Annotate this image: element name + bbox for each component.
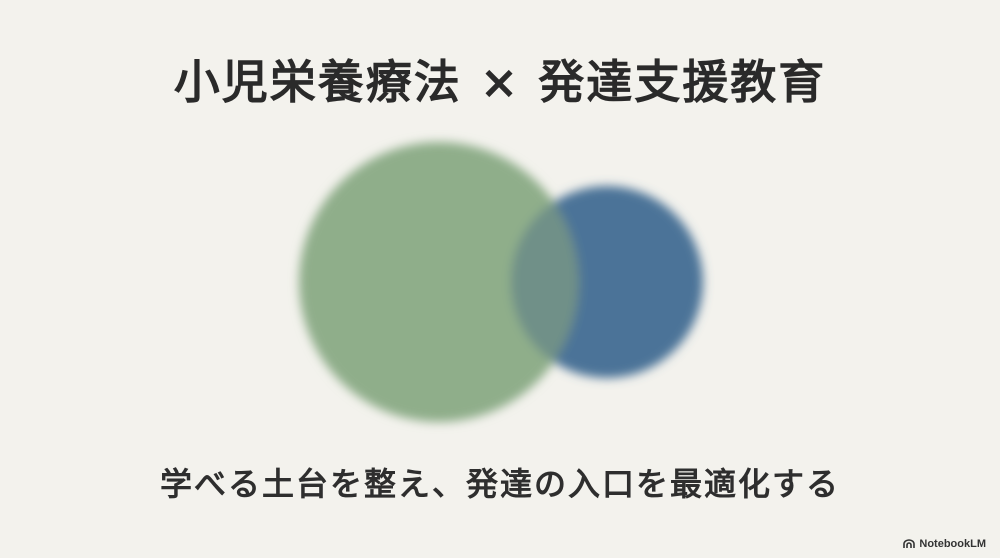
notebooklm-logo-icon [903, 539, 916, 548]
slide-subtitle: 学べる土台を整え、発達の入口を最適化する [159, 465, 840, 503]
slide-title: 小児栄養療法 × 発達支援教育 [173, 55, 827, 109]
venn-circle-left [299, 142, 579, 422]
branding-label: NotebookLM [919, 538, 986, 550]
notebooklm-branding: NotebookLM [903, 538, 986, 550]
venn-overlap [511, 186, 579, 378]
